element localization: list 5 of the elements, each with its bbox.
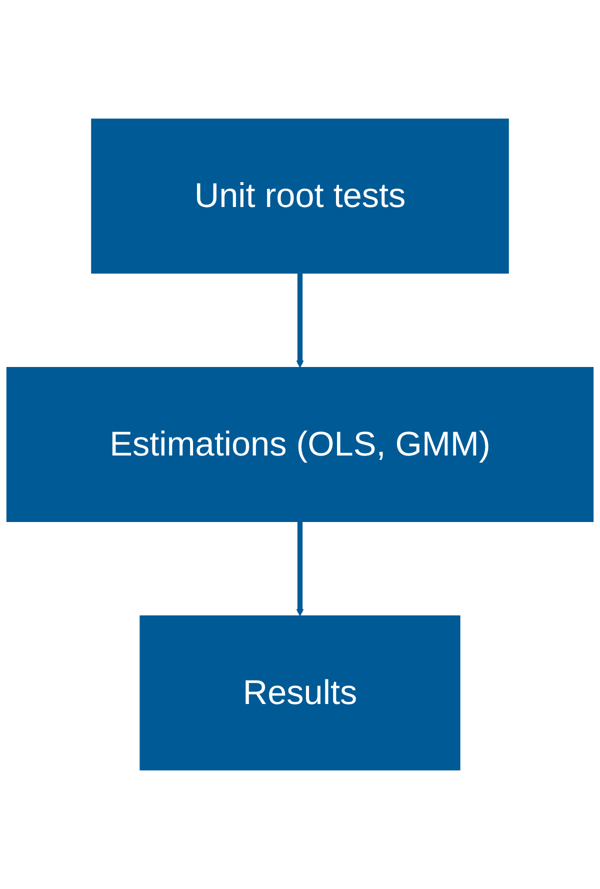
node-box: Estimations (OLS, GMM) — [6, 366, 594, 522]
node-box: Unit root tests — [91, 118, 509, 274]
node-box: Results — [140, 615, 460, 770]
arrow — [296, 273, 304, 368]
arrow — [296, 522, 304, 616]
